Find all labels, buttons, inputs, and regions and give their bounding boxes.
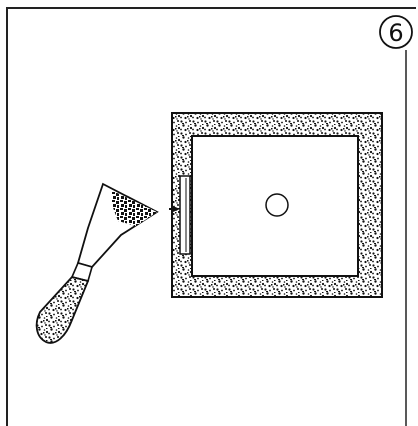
knife-handle xyxy=(37,277,88,343)
box-flange xyxy=(180,176,190,254)
circle-hole-icon xyxy=(266,194,288,216)
electrical-box-icon xyxy=(172,113,382,297)
step-number-badge: 6 xyxy=(380,16,412,48)
step-number: 6 xyxy=(388,19,403,47)
putty-knife-icon xyxy=(37,184,157,343)
